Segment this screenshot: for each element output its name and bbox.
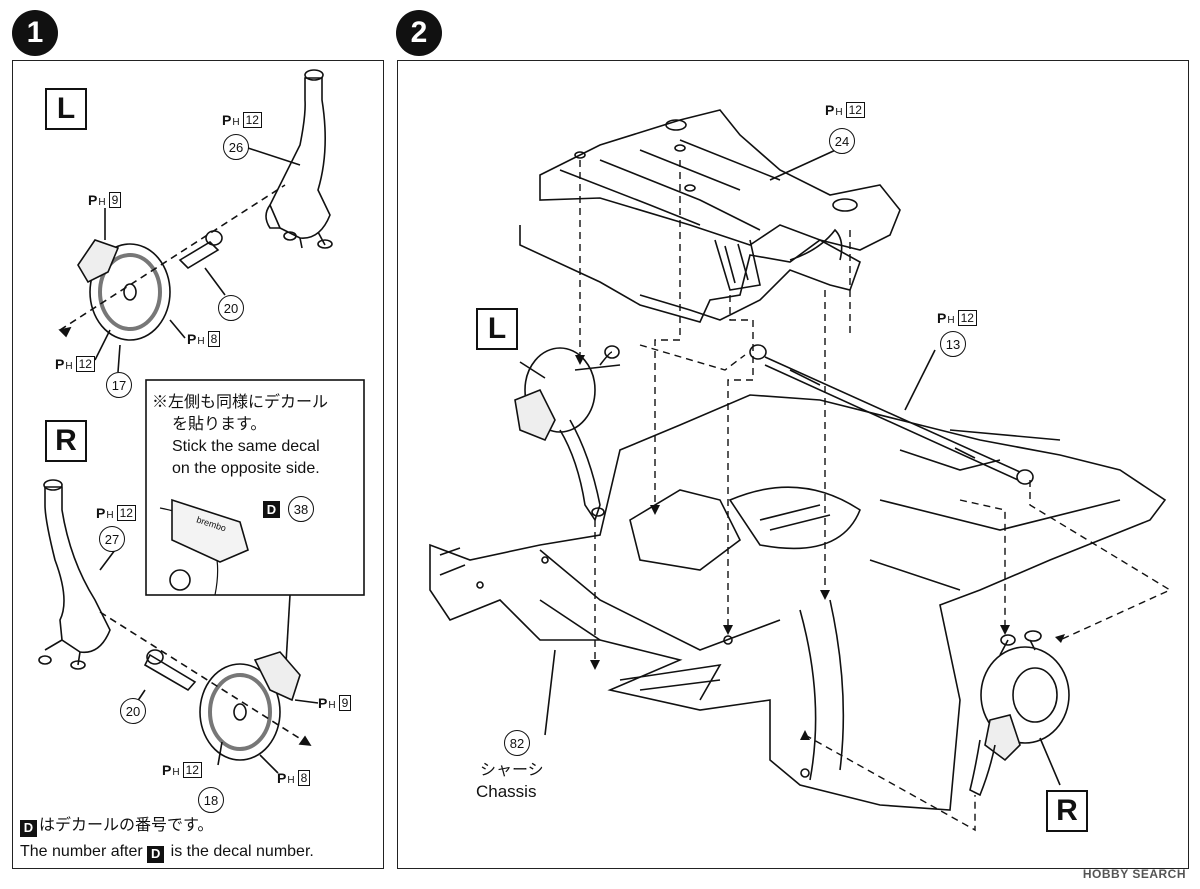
part-number-27: 27 bbox=[99, 526, 125, 552]
callout-jp-line1: ※左側も同様にデカール bbox=[152, 394, 329, 411]
decal-letter-badge: D bbox=[263, 500, 280, 518]
step-2-panel bbox=[397, 60, 1189, 869]
callout-en-line2: on the opposite side. bbox=[172, 460, 320, 477]
pin-20-left bbox=[178, 240, 220, 270]
step2-left-label: L bbox=[476, 308, 518, 350]
chassis-82 bbox=[429, 394, 1167, 811]
callout-decal-ref: D 38 bbox=[263, 496, 314, 522]
part-number-17: 17 bbox=[106, 372, 132, 398]
part-number-18: 18 bbox=[198, 787, 224, 813]
footnote-jp: はデカールの番号です。 bbox=[39, 817, 214, 834]
part-number-13: 13 bbox=[940, 331, 966, 357]
callout-box-outline bbox=[145, 379, 365, 596]
part-number-24: 24 bbox=[829, 128, 855, 154]
step-1-number: 1 bbox=[12, 10, 58, 56]
footnote-decal-badge-1: D bbox=[20, 819, 37, 837]
right-side-label: R bbox=[45, 420, 87, 462]
part-number-20-left: 20 bbox=[218, 295, 244, 321]
step2-right-label: R bbox=[1046, 790, 1088, 832]
callout-text: ※左側も同様にデカール を貼ります。 Stick the same decal … bbox=[152, 392, 362, 480]
step-2-number: 2 bbox=[396, 10, 442, 56]
part-number-82: 82 bbox=[504, 730, 530, 756]
watermark: HOBBY SEARCH bbox=[1082, 867, 1186, 881]
tie-rod-13 bbox=[764, 356, 1021, 481]
footnote-en-line: The number after D is the decal number. bbox=[20, 841, 380, 863]
disc-17 bbox=[89, 243, 171, 341]
part-number-20-right: 20 bbox=[120, 698, 146, 724]
footnote-en-before: The number after bbox=[20, 843, 143, 860]
part-number-26: 26 bbox=[223, 134, 249, 160]
footnote-decal-badge-2: D bbox=[147, 845, 165, 863]
callout-jp-line2: を貼ります。 bbox=[172, 416, 267, 433]
footnote-en-after: is the decal number. bbox=[170, 843, 314, 860]
decal-number-38: 38 bbox=[288, 496, 314, 522]
callout-en-line1: Stick the same decal bbox=[172, 438, 320, 455]
subframe-24 bbox=[519, 225, 861, 323]
chassis-label-en: Chassis bbox=[476, 782, 537, 801]
left-side-label: L bbox=[45, 88, 87, 130]
chassis-label-jp: シャーシ bbox=[480, 762, 544, 779]
